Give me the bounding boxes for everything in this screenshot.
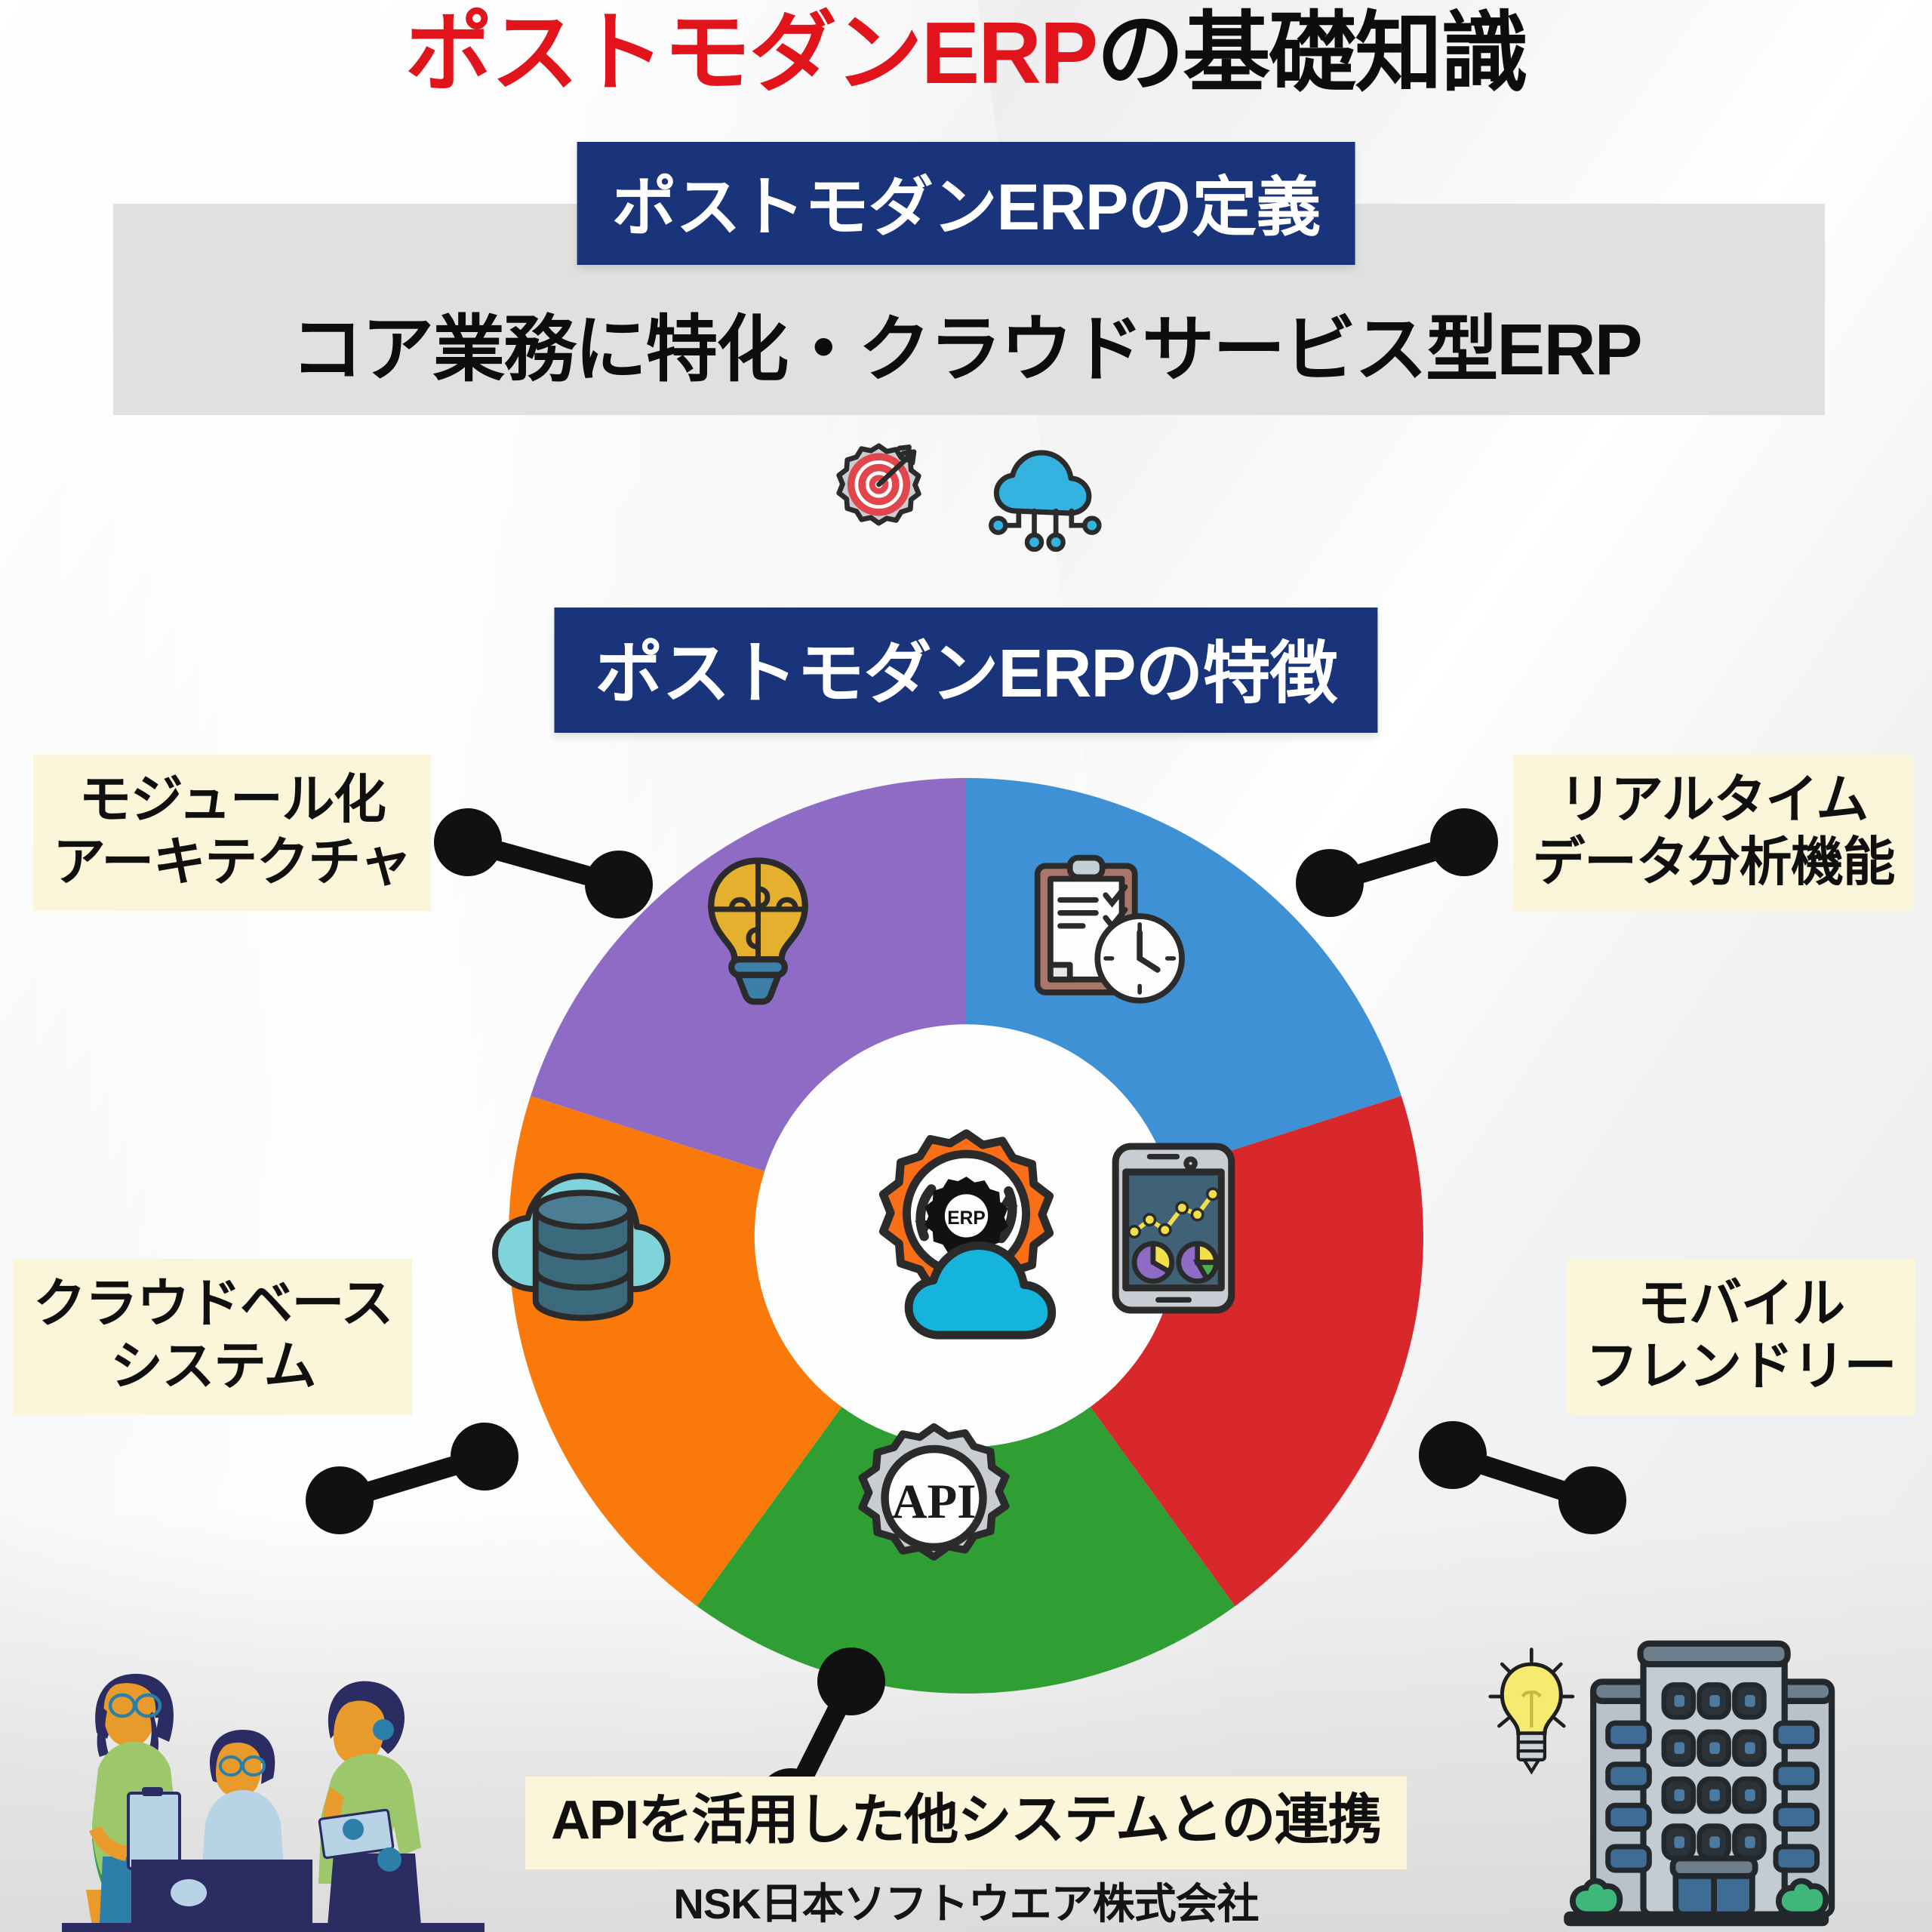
erp-hub-label: ERP	[947, 1208, 985, 1228]
lightbulb-icon	[1488, 1647, 1575, 1775]
callout-label-cloud: クラウドベース システム	[14, 1259, 412, 1416]
definition-icon-row	[819, 436, 1114, 561]
callout-api-line1: APIを活用した他システムとの連携	[551, 1790, 1382, 1850]
callout-realtime-line1: リアルタイム	[1558, 770, 1869, 829]
callout-cloud-line1: クラウドベース	[33, 1274, 394, 1333]
callout-label-mobile: モバイル フレンドリー	[1566, 1259, 1915, 1416]
team-meeting-illustration	[62, 1673, 485, 1932]
page-title-plain: の基礎知識	[1097, 4, 1528, 102]
callout-label-api: APIを活用した他システムとの連携	[525, 1777, 1407, 1869]
callout-modular-line2: アーキテクチャ	[53, 832, 412, 891]
callout-modular-line1: モジュール化	[78, 770, 386, 829]
cloud-network-icon	[982, 436, 1114, 561]
office-building-illustration	[1488, 1640, 1835, 1927]
definition-banner: ポストモダンERPの定義	[577, 142, 1355, 265]
footer-company-name: NSK日本ソフトウエア株式会社	[673, 1880, 1259, 1927]
callout-mobile-line1: モバイル	[1637, 1274, 1846, 1333]
callout-realtime-line2: データ分析機能	[1532, 832, 1896, 891]
callout-mobile-line2: フレンドリー	[1586, 1336, 1897, 1395]
target-gear-icon	[819, 436, 940, 561]
erp-gear-cloud-icon: ERP	[853, 1121, 1079, 1351]
page-title-accent: ポストモダンERP	[405, 4, 1099, 102]
features-donut-chart: APIを活用した他システムとの連携 API	[492, 762, 1440, 1709]
callout-label-realtime: リアルタイム データ分析機能	[1512, 755, 1914, 912]
callout-cloud-line2: システム	[110, 1336, 316, 1395]
page-title: ポストモダンERPの基礎知識	[0, 4, 1932, 102]
features-banner: ポストモダンERPの特徴	[554, 608, 1378, 733]
definition-body-text: コア業務に特化・クラウドサービス型ERP	[291, 309, 1642, 390]
callout-label-modular: モジュール化 アーキテクチャ	[33, 755, 431, 912]
